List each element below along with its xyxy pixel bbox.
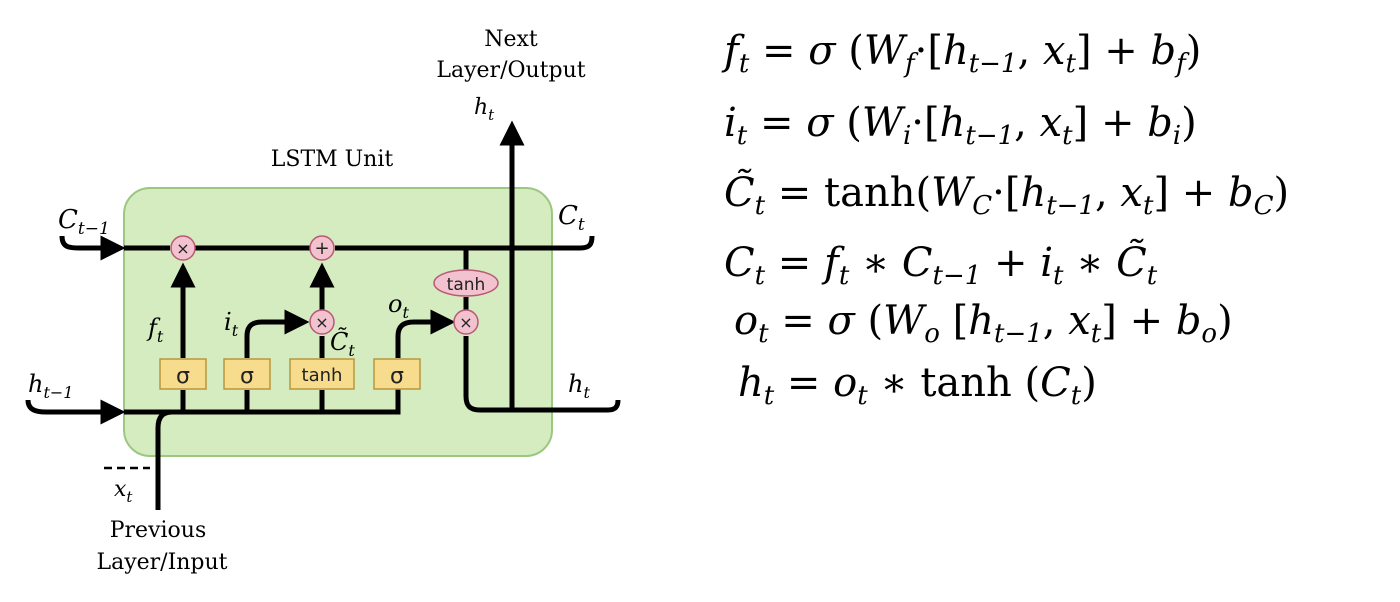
input-multiply-symbol: × xyxy=(315,313,328,332)
lstm-diagram: LSTM Unit Next Layer/Output Previous Lay… xyxy=(25,27,621,575)
add-op: + xyxy=(309,235,335,261)
add-symbol: + xyxy=(314,238,329,259)
signal-lines xyxy=(25,120,621,510)
forget-multiply-op: × xyxy=(170,235,196,261)
output-gate-box: σ xyxy=(373,358,421,390)
input-signal-label: it xyxy=(224,308,239,340)
output-to-h-line xyxy=(463,336,621,413)
input-multiply-op: × xyxy=(309,309,335,335)
output-gate-arrow xyxy=(395,309,456,358)
forget-gate-label: σ xyxy=(176,364,190,389)
equation-input-gate: it = σ (Wi·[ht−1, xt] + bi) xyxy=(724,100,1197,151)
equation-cell-state: Ct = ft ∗ Ct−1 + it ∗ C̃t xyxy=(724,239,1158,291)
input-gate-box: σ xyxy=(223,358,271,390)
forget-gate-box: σ xyxy=(159,358,207,390)
lstm-equations: ft = σ (Wf·[ht−1, xt] + bf) it = σ (Wi·[… xyxy=(721,28,1289,411)
input-gate-label: σ xyxy=(240,364,254,389)
equation-output-gate: ot = σ (Wo [ht−1, xt] + bo) xyxy=(734,298,1233,349)
h-prev-label: ht−1 xyxy=(28,370,73,402)
lstm-cell-body xyxy=(123,187,553,457)
cell-tanh-op: tanh xyxy=(433,269,499,297)
previous-layer-label-line2: Layer/Input xyxy=(96,550,227,575)
input-gate-arrow xyxy=(244,309,310,358)
candidate-gate-box: tanh xyxy=(289,358,355,390)
candidate-gate-label: tanh xyxy=(302,365,343,386)
lstm-unit-title: LSTM Unit xyxy=(271,147,394,172)
output-multiply-symbol: × xyxy=(459,313,472,332)
cell-tanh-label: tanh xyxy=(447,275,486,295)
c-out-label: Ct xyxy=(558,201,585,235)
equation-hidden-state: ht = ot ∗ tanh (Ct) xyxy=(738,360,1097,411)
c-prev-label: Ct−1 xyxy=(58,205,110,239)
forget-multiply-symbol: × xyxy=(176,239,189,258)
equation-forget-gate: ft = σ (Wf·[ht−1, xt] + bf) xyxy=(721,28,1201,79)
output-signal-label: ot xyxy=(388,290,409,322)
previous-layer-label-line1: Previous xyxy=(110,518,207,543)
bottom-bus-line xyxy=(124,388,401,415)
next-layer-label-line1: Next xyxy=(484,27,538,52)
output-gate-label: σ xyxy=(390,364,404,389)
h-right-label: ht xyxy=(568,370,590,402)
h-top-label: ht xyxy=(474,95,495,124)
x-in-label: xt xyxy=(114,477,133,506)
output-multiply-op: × xyxy=(453,309,479,335)
equation-candidate: C̃t = tanh(WC·[ht−1, xt] + bC) xyxy=(724,169,1289,221)
candidate-signal-label: C̃t xyxy=(330,328,355,360)
cell-state-line xyxy=(124,235,595,251)
cell-state-input-line xyxy=(59,235,126,261)
hidden-input-line xyxy=(25,399,126,425)
x-input-line xyxy=(155,409,173,510)
next-layer-label-line2: Layer/Output xyxy=(436,58,585,83)
